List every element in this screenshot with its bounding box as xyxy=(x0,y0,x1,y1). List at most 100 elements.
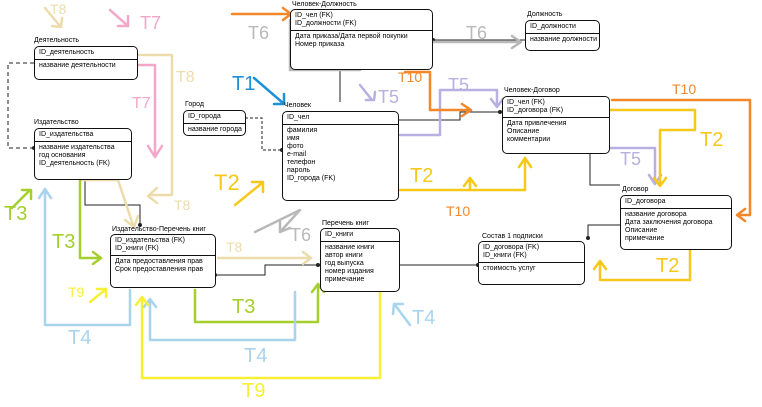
entity-chel-dolzh[interactable]: ID_чел (FK) ID_должности (FK) Дата прика… xyxy=(290,9,433,70)
pk-field: ID_книги xyxy=(325,231,354,238)
attr-field: название договора xyxy=(625,211,687,218)
attr-field: ID_деятельность (FK) xyxy=(39,160,110,167)
entity-dolzhnost[interactable]: ID_должности название должности xyxy=(525,20,600,51)
entity-chelovek[interactable]: ID_чел фамилия имя фото e-mail телефон п… xyxy=(282,111,399,201)
entity-chel-dogovor[interactable]: ID_чел (FK) ID_договора (FK) Дата привле… xyxy=(502,96,610,154)
label-t3: T3 xyxy=(4,203,28,225)
label-t4: T4 xyxy=(412,307,436,329)
pk-field: ID_чел (FK) xyxy=(507,99,545,106)
pk-field: ID_чел (FK) xyxy=(295,12,333,19)
attr-field: стоимость услуг xyxy=(483,265,536,272)
entity-title-dolzhnost: Должность xyxy=(527,11,563,18)
pk-field: ID_договора (FK) xyxy=(483,244,540,251)
label-t6: T6 xyxy=(290,225,312,245)
attr-field: комментарии xyxy=(507,136,551,143)
entity-izd-perechen[interactable]: ID_издательства (FK) ID_книги (FK) Дата … xyxy=(110,234,216,288)
pk-field: ID_договора xyxy=(625,198,666,205)
label-t8: T8 xyxy=(174,197,191,213)
label-t6: T6 xyxy=(248,23,270,43)
t10-arrows xyxy=(230,6,752,223)
pk-field: ID_издательства xyxy=(39,131,94,138)
attr-field: название книги xyxy=(325,244,375,251)
attr-field: имя xyxy=(287,135,300,142)
t9-arrows xyxy=(88,283,382,380)
label-t9: T9 xyxy=(242,380,266,402)
attr-field: пароль xyxy=(287,167,311,174)
entity-dogovor[interactable]: ID_договора название договора Дата заклю… xyxy=(620,195,732,250)
attr-field: Номер приказа xyxy=(295,41,345,48)
entity-title-izd-perechen: Издательство-Перечень книг xyxy=(112,226,206,233)
attr-field: Описание xyxy=(625,227,658,234)
t2-arrows xyxy=(233,108,697,282)
t8-arrows xyxy=(43,6,313,266)
attr-field: год выпуска xyxy=(325,260,364,267)
attr-field: год основания xyxy=(39,152,86,159)
attr-field: название должности xyxy=(530,36,598,43)
pk-field: ID_должности xyxy=(530,23,576,30)
rel-deyat-izd xyxy=(7,62,34,149)
label-t8: T8 xyxy=(226,239,243,255)
attr-field: примечание xyxy=(625,235,665,242)
attr-field: Дата заключения договора xyxy=(625,219,713,226)
attr-field: название деятельности xyxy=(39,62,116,69)
attr-field: e-mail xyxy=(287,151,307,158)
label-t7: T7 xyxy=(140,13,162,33)
label-t5: T5 xyxy=(620,149,642,169)
entity-title-perechen: Перечень книг xyxy=(322,220,369,227)
label-t2: T2 xyxy=(214,170,240,195)
pk-field: ID_города xyxy=(188,113,221,120)
pk-field: ID_деятельность xyxy=(39,49,95,56)
label-t3: T3 xyxy=(232,296,256,318)
label-t3: T3 xyxy=(52,231,76,253)
rel-chel-cheldog xyxy=(398,111,500,121)
label-t2: T2 xyxy=(410,165,434,187)
entity-title-sostav: Состав 1 подписки xyxy=(482,233,543,240)
entity-title-izdatelstvo: Издательство xyxy=(34,119,79,126)
entity-deyatelnost[interactable]: ID_деятельность название деятельности xyxy=(34,46,138,80)
rel-izd-izdper xyxy=(84,180,141,225)
pk-field: ID_книги (FK) xyxy=(483,252,527,259)
entity-izdatelstvo[interactable]: ID_издательства название издательства го… xyxy=(34,128,132,180)
label-t9: T9 xyxy=(68,284,85,300)
entity-title-chel-dogovor: Человек-Договор xyxy=(504,87,560,94)
pk-field: ID_должности (FK) xyxy=(295,20,357,27)
label-t10: T10 xyxy=(672,81,697,97)
rel-gorod-chel xyxy=(245,117,282,151)
attr-field: название города xyxy=(188,126,242,133)
label-t2: T2 xyxy=(700,129,724,151)
entity-title-chel-dolzh: Человек-Должность xyxy=(292,1,357,8)
label-t5: T5 xyxy=(378,87,400,107)
label-t8: T8 xyxy=(50,1,67,17)
t1-arrow xyxy=(252,76,286,106)
rel-izdper-perech xyxy=(215,264,318,276)
attr-field: Дата привлечения xyxy=(507,120,567,127)
entity-title-chelovek: Человек xyxy=(284,102,311,109)
relationship-lines xyxy=(7,39,620,276)
attr-field: Дата предоставления прав xyxy=(115,258,203,265)
rel-dog-sostav xyxy=(587,224,620,238)
entity-title-dogovor: Договор xyxy=(622,186,649,193)
pk-field: ID_чел xyxy=(287,114,310,121)
label-t10: T10 xyxy=(398,69,423,85)
label-t1: T1 xyxy=(232,73,256,95)
label-t10: T10 xyxy=(446,203,471,219)
entity-title-deyatelnost: Деятельность xyxy=(34,37,80,44)
pk-field: ID_книги (FK) xyxy=(115,245,159,252)
label-t5: T5 xyxy=(448,75,470,95)
attr-field: примечание xyxy=(325,276,365,283)
entity-title-gorod: Город xyxy=(185,101,204,108)
attr-field: название издательства xyxy=(39,144,115,151)
attr-field: автор книги xyxy=(325,252,363,259)
attr-field: Дата приказа/Дата первой покупки xyxy=(295,33,408,40)
pk-field: ID_договора (FK) xyxy=(507,107,564,114)
entity-perechen[interactable]: ID_книги название книги автор книги год … xyxy=(320,228,400,292)
label-t8: T8 xyxy=(176,69,195,86)
attr-field: ID_города (FK) xyxy=(287,175,336,182)
entity-gorod[interactable]: ID_города название города xyxy=(183,110,246,136)
entity-sostav[interactable]: ID_договора (FK) ID_книги (FK) стоимость… xyxy=(478,241,585,285)
rel-cheldog-dog xyxy=(589,150,620,186)
attr-field: телефон xyxy=(287,159,316,166)
label-t4: T4 xyxy=(244,345,268,367)
label-t4: T4 xyxy=(68,327,92,349)
attr-field: Срок предоставления прав xyxy=(115,266,204,273)
